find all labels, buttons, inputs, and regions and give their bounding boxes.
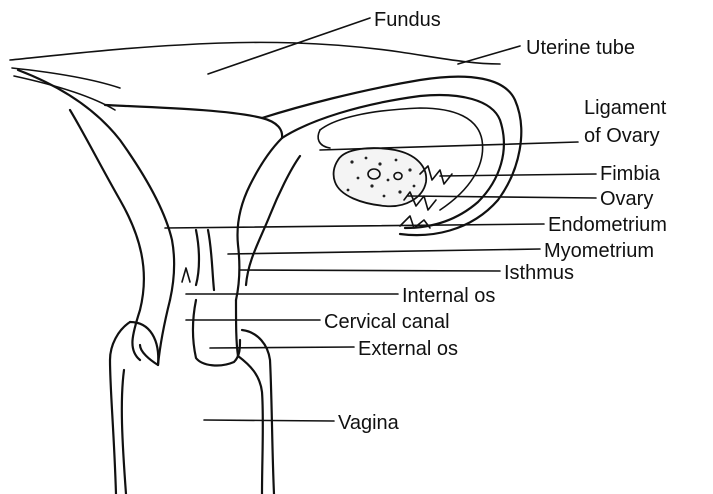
label-ligament-line1: Ligament bbox=[584, 97, 667, 119]
label-uterine-tube: Uterine tube bbox=[526, 37, 635, 59]
leader-fundus bbox=[207, 17, 371, 75]
label-endometrium: Endometrium bbox=[548, 214, 667, 236]
label-vagina: Vagina bbox=[338, 412, 400, 434]
label-ovary: Ovary bbox=[600, 188, 653, 210]
leader-vagina bbox=[203, 419, 335, 422]
label-external-os: External os bbox=[358, 338, 458, 360]
label-ligament-line2: of Ovary bbox=[584, 125, 660, 147]
label-isthmus: Isthmus bbox=[504, 262, 574, 284]
label-cervical-canal: Cervical canal bbox=[324, 311, 450, 333]
leader-isthmus bbox=[239, 269, 501, 272]
leader-lines bbox=[164, 17, 597, 422]
label-internal-os: Internal os bbox=[402, 285, 495, 307]
label-fundus: Fundus bbox=[374, 9, 441, 31]
leader-myometrium bbox=[227, 248, 541, 255]
leader-ligament bbox=[319, 141, 579, 151]
ovary-shape bbox=[332, 147, 427, 208]
leader-external-os bbox=[209, 346, 355, 349]
uterus-outline bbox=[9, 41, 523, 494]
label-fimbia: Fimbia bbox=[600, 163, 661, 185]
leader-uterine-tube bbox=[457, 45, 521, 65]
label-myometrium: Myometrium bbox=[544, 240, 654, 262]
leader-endometrium bbox=[164, 223, 545, 229]
leader-ovary bbox=[407, 195, 597, 199]
leader-fimbia bbox=[439, 173, 597, 177]
labels: Fundus Uterine tube Ligament of Ovary Fi… bbox=[324, 9, 667, 434]
fimbriae bbox=[399, 165, 453, 229]
